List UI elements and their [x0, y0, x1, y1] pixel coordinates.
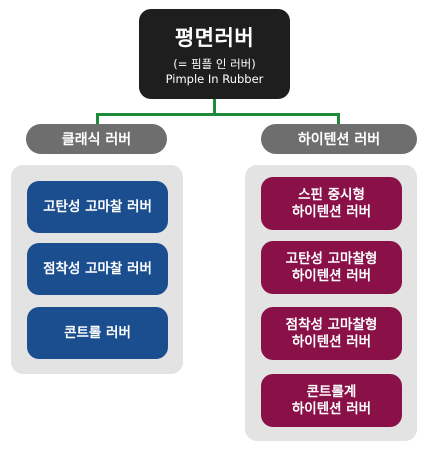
root-subtitle: (= 핌플 인 러버) [173, 56, 256, 71]
root-english-name: Pimple In Rubber [165, 71, 264, 86]
connector-root-stem [213, 99, 216, 115]
high-tension-item: 점착성 고마찰형 하이텐션 러버 [261, 307, 402, 360]
root-node: 평면러버 (= 핌플 인 러버) Pimple In Rubber [139, 9, 290, 99]
category-high-tension: 하이텐션 러버 [261, 124, 417, 154]
connector-left-drop [96, 113, 99, 125]
category-classic: 클래식 러버 [26, 124, 167, 154]
classic-item: 고탄성 고마찰 러버 [27, 181, 168, 233]
high-tension-item: 콘트롤계 하이텐션 러버 [261, 374, 402, 427]
connector-horizontal [96, 113, 339, 116]
high-tension-item: 고탄성 고마찰형 하이텐션 러버 [261, 241, 402, 294]
connector-right-drop [337, 113, 340, 125]
classic-item: 점착성 고마찰 러버 [27, 243, 168, 295]
high-tension-item: 스핀 중시형 하이텐션 러버 [261, 177, 402, 230]
root-title: 평면러버 [174, 25, 255, 50]
classic-item: 콘트롤 러버 [27, 307, 168, 359]
